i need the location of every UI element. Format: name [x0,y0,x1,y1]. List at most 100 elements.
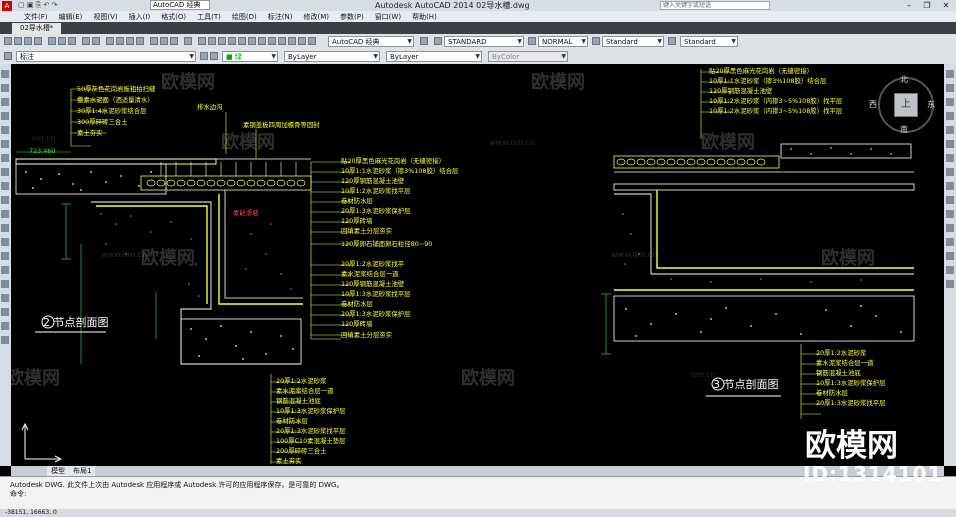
zoom-icon[interactable] [116,37,124,45]
document-tab[interactable]: 02导水槽* [12,23,62,34]
spline-icon[interactable] [1,182,9,190]
extend-icon[interactable] [946,210,954,218]
layer-freeze-icon[interactable] [268,37,276,45]
autocad-app-icon[interactable]: A [2,0,12,11]
layer-unisolate-icon[interactable] [248,37,256,45]
revision-cloud-icon[interactable] [1,168,9,176]
trim-icon[interactable] [946,196,954,204]
layer-isolate-icon[interactable] [238,37,246,45]
zoom-previous-icon[interactable] [136,37,144,45]
compass-north[interactable]: 北 [900,75,908,84]
pan-icon[interactable] [106,37,114,45]
chamfer-icon[interactable] [946,252,954,260]
gradient-icon[interactable] [1,280,9,288]
tab-model[interactable]: 模型 [47,466,69,476]
layer-combo[interactable]: 标注▼ [16,51,196,62]
menu-dimension[interactable]: 标注(N) [267,12,293,21]
linetype-combo[interactable]: ByLayer▼ [284,51,380,62]
layer-state-icon[interactable] [208,37,216,45]
design-center-icon[interactable] [160,37,168,45]
new-icon[interactable] [4,37,12,45]
color-combo[interactable]: ■ 绿▼ [222,51,278,62]
layer-off-icon[interactable] [258,37,266,45]
properties-icon[interactable] [150,37,158,45]
menu-draw[interactable]: 绘图(D) [231,12,257,21]
cut-icon[interactable] [48,37,56,45]
menu-modify[interactable]: 修改(M) [303,12,329,21]
menu-help[interactable]: 帮助(H) [412,12,437,21]
table-style-icon[interactable] [592,37,600,45]
search-input[interactable]: 键入关键字或短语 [660,1,770,10]
layer-unlock-icon[interactable] [288,37,296,45]
maximize-button[interactable]: ❐ [923,1,931,10]
menu-parametric[interactable]: 参数(P) [340,12,364,21]
workspace-settings-icon[interactable] [420,37,428,45]
menu-file[interactable]: 文件(F) [24,12,48,21]
region-icon[interactable] [1,294,9,302]
match-layer-icon[interactable] [228,37,236,45]
redo-icon[interactable] [92,37,100,45]
table-style-combo[interactable]: Standard▼ [602,36,664,47]
copy-icon[interactable] [58,37,66,45]
offset-icon[interactable] [946,112,954,120]
table-icon[interactable] [1,308,9,316]
workspace-combo[interactable]: AutoCAD 经典▼ [328,36,414,47]
scale-icon[interactable] [946,168,954,176]
circle-icon[interactable] [1,154,9,162]
polygon-icon[interactable] [1,112,9,120]
array-icon[interactable] [946,126,954,134]
ellipse-arc-icon[interactable] [1,210,9,218]
close-button[interactable]: ✕ [942,1,950,10]
ellipse-icon[interactable] [1,196,9,204]
join-icon[interactable] [946,238,954,246]
menu-format[interactable]: 格式(O) [161,12,187,21]
command-prompt[interactable]: 命令: [10,490,27,498]
insert-block-icon[interactable] [1,224,9,232]
print-icon[interactable] [34,37,42,45]
layer-previous-icon[interactable] [218,37,226,45]
command-line[interactable]: Autodesk DWG. 此文件上次由 Autodesk 应用程序或 Auto… [0,476,956,510]
copy-object-icon[interactable] [946,84,954,92]
text-style-combo[interactable]: STANDARD▼ [444,36,524,47]
line-icon[interactable] [1,70,9,78]
compass-ring[interactable] [878,77,934,133]
construction-line-icon[interactable] [1,84,9,92]
viewcube[interactable]: 上 北 南 东 西 [869,74,935,134]
undo-icon[interactable] [82,37,90,45]
mirror-icon[interactable] [946,98,954,106]
save-icon[interactable] [24,37,32,45]
rectangle-icon[interactable] [1,126,9,134]
rotate-icon[interactable] [946,154,954,162]
quick-access-toolbar[interactable]: ▢ ▣ ⎘ ↶ ↷ [18,1,58,9]
text-style-icon[interactable] [434,37,442,45]
menu-edit[interactable]: 编辑(E) [58,12,83,21]
menu-view[interactable]: 视图(V) [93,12,118,21]
tool-palette-icon[interactable] [170,37,178,45]
layer-lock-icon[interactable] [278,37,286,45]
dim-style-icon[interactable] [528,37,536,45]
stretch-icon[interactable] [946,182,954,190]
make-block-icon[interactable] [1,238,9,246]
viewcube-top-face[interactable]: 上 [894,93,918,117]
drawing-canvas[interactable]: 50厚灰色花岗岩板粗拍扫缝 撒素水泥面（洒适量清水） 30厚1:4水泥砂浆结合层… [11,64,944,466]
hatch-icon[interactable] [1,266,9,274]
layer-walk-icon[interactable] [298,37,306,45]
add-selected-icon[interactable] [1,336,9,344]
layer-merge-icon[interactable] [308,37,316,45]
arc-icon[interactable] [1,140,9,148]
paste-icon[interactable] [68,37,76,45]
tab-layout1[interactable]: 布局1 [69,466,96,476]
layer-previous-2-icon[interactable] [210,52,218,60]
dim-style-combo[interactable]: NORMAL▼ [538,36,588,47]
plotstyle-combo[interactable]: ByColor▼ [488,51,568,62]
menu-tools[interactable]: 工具(T) [197,12,221,21]
make-current-icon[interactable] [200,52,208,60]
workspace-dropdown[interactable]: AutoCAD 经典 [150,0,210,10]
polyline-icon[interactable] [1,98,9,106]
mleader-style-combo[interactable]: Standard▼ [680,36,738,47]
compass-east[interactable]: 东 [927,100,935,109]
compass-west[interactable]: 西 [869,100,877,109]
open-icon[interactable] [14,37,22,45]
menu-insert[interactable]: 插入(I) [128,12,151,21]
move-icon[interactable] [946,140,954,148]
